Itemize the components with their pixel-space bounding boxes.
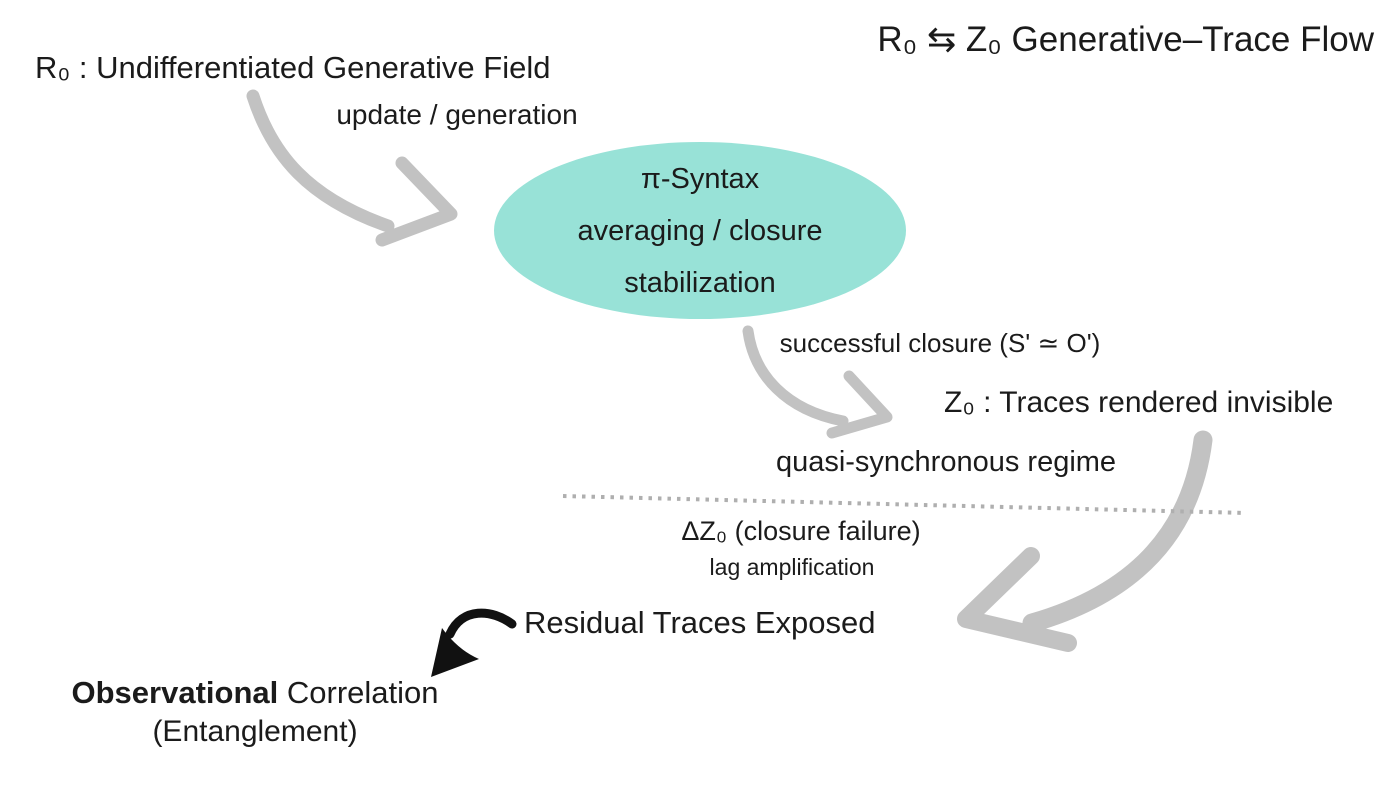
r0-to-pi-arrow-icon bbox=[246, 89, 458, 247]
pi-syntax-line3: stabilization bbox=[624, 266, 776, 299]
node-residual-label: Residual Traces Exposed bbox=[524, 605, 876, 640]
pi-to-z0-arrow-icon bbox=[742, 325, 893, 439]
diagram-title: R₀ ⇆ Z₀ Generative–Trace Flow bbox=[877, 20, 1374, 59]
edge-label-delta-z0: ΔZ₀ (closure failure) bbox=[681, 516, 921, 546]
node-pi-syntax-ellipse: π-Syntax averaging / closure stabilizati… bbox=[494, 142, 906, 319]
z0-to-residual-arrow-shaft bbox=[1022, 430, 1213, 633]
node-r0-label: R₀ : Undifferentiated Generative Field bbox=[35, 50, 551, 85]
z0-to-residual-arrow-icon bbox=[957, 430, 1213, 652]
z0-to-residual-arrowhead-icon bbox=[957, 547, 1077, 652]
residual-to-observational-arrowhead-icon bbox=[431, 628, 479, 677]
pi-to-z0-arrowhead-icon bbox=[826, 370, 893, 439]
pi-syntax-line1: π-Syntax bbox=[640, 162, 760, 195]
residual-to-observational-arrow-icon bbox=[431, 608, 517, 677]
r0-to-pi-arrow-shaft bbox=[246, 89, 395, 233]
edge-label-update-generation: update / generation bbox=[336, 99, 578, 130]
node-observational-label: Observational Correlation bbox=[72, 675, 439, 711]
edge-label-successful-closure: successful closure (S' ≃ O') bbox=[779, 328, 1101, 358]
pi-syntax-line2: averaging / closure bbox=[577, 214, 823, 247]
regime-divider-dotted-line bbox=[562, 494, 1247, 515]
edge-label-lag-amplification: lag amplification bbox=[709, 554, 875, 580]
residual-to-observational-arrow-shaft bbox=[445, 608, 517, 639]
observational-bold-text: Observational bbox=[71, 675, 279, 710]
observational-rest-text: Correlation bbox=[278, 675, 439, 710]
node-entanglement-label: (Entanglement) bbox=[152, 715, 358, 748]
pi-to-z0-arrow-shaft bbox=[742, 325, 849, 427]
edge-label-quasi-synchronous: quasi-synchronous regime bbox=[775, 446, 1117, 478]
r0-to-pi-arrowhead-icon bbox=[375, 156, 458, 247]
node-z0-label: Z₀ : Traces rendered invisible bbox=[944, 386, 1334, 419]
